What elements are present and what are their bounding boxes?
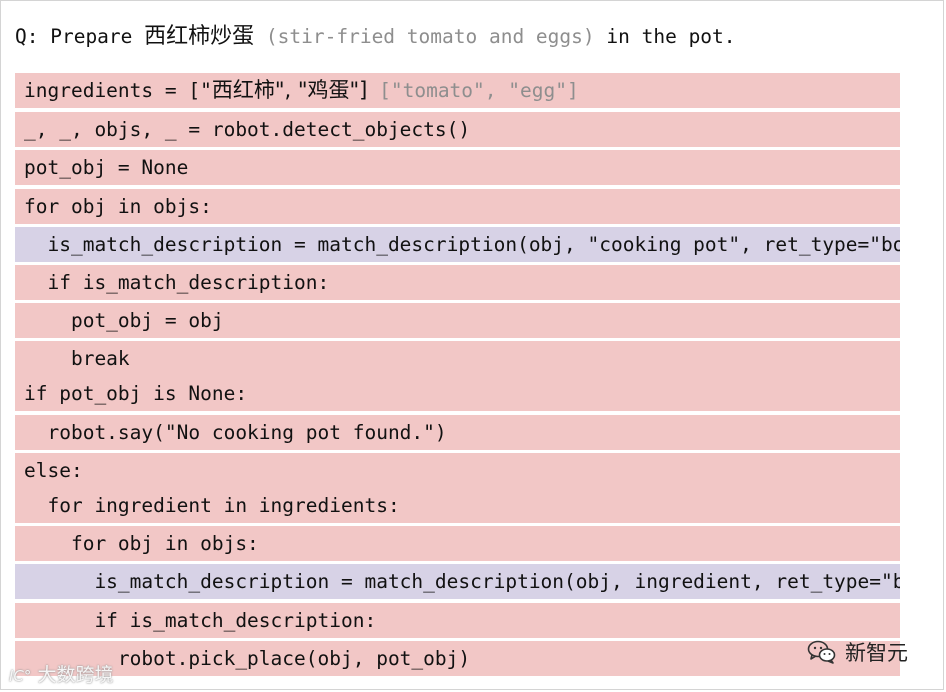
code-line: _, _, objs, _ = robot.detect_objects() (15, 112, 900, 147)
watermark-right-text: 新智元 (845, 641, 908, 665)
code-line: if is_match_description: (15, 603, 900, 638)
dish-name-english: (stir-fried tomato and eggs) (265, 25, 595, 48)
code-line: if pot_obj is None: (15, 376, 900, 411)
code-line: break (15, 341, 900, 376)
watermark-left-logo: IC° (9, 667, 32, 685)
code-line-highlighted: is_match_description = match_description… (15, 227, 900, 262)
code-line-highlighted: is_match_description = match_description… (15, 564, 900, 599)
watermark-dashu: IC° 大数跨境 (9, 660, 113, 690)
code-line: pot_obj = None (15, 150, 900, 185)
watermark-xinzhiyuan: 新智元 (807, 635, 908, 669)
watermark-left-text: 大数跨境 (37, 664, 114, 686)
code-line: for obj in objs: (15, 189, 900, 224)
dish-name-chinese: 西红柿炒蛋 (144, 24, 255, 49)
question-suffix: in the pot. (606, 25, 736, 48)
code-line: robot.say("No cooking pot found.") (15, 415, 900, 450)
question-prefix: Q: Prepare (15, 25, 145, 48)
code-line: robot.pick_place(obj, pot_obj) (15, 641, 900, 676)
code-line: for obj in objs: (15, 526, 900, 561)
question-text: Q: Prepare 西红柿炒蛋 (stir-fried tomato and … (15, 22, 736, 52)
wechat-icon (807, 640, 836, 664)
code-line: pot_obj = obj (15, 303, 900, 338)
code-line: else: (15, 453, 900, 488)
code-line: ingredients = ["西红柿", "鸡蛋"] ["tomato", "… (15, 73, 900, 108)
code-line: for ingredient in ingredients: (15, 488, 900, 523)
code-line: if is_match_description: (15, 265, 900, 300)
